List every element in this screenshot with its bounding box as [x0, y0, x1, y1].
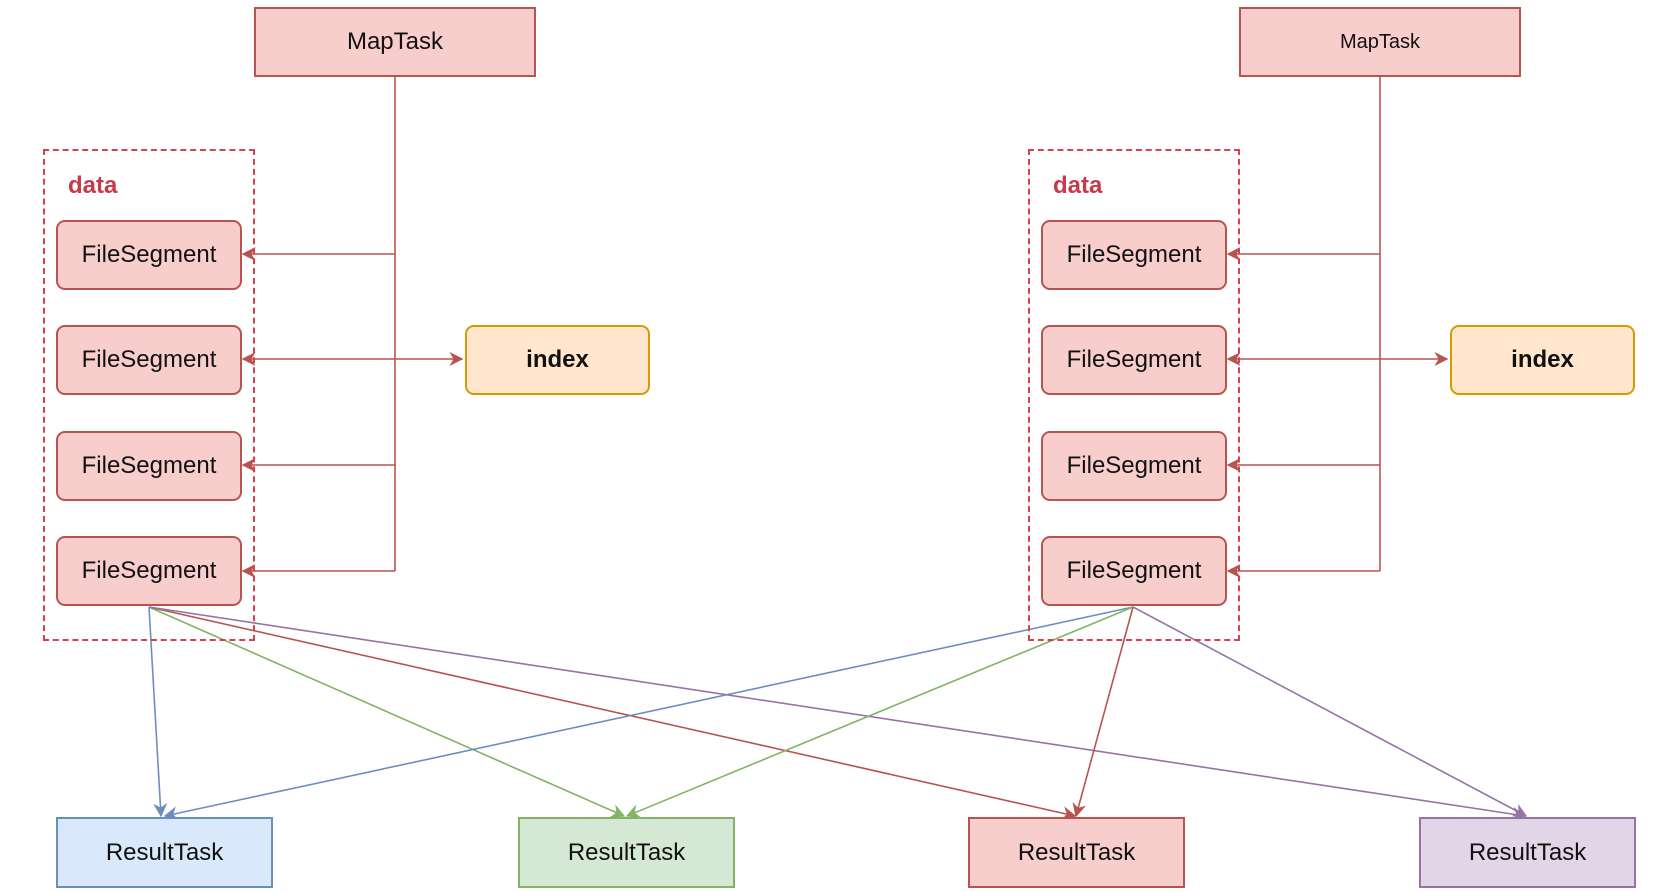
right-to-result-connectors [163, 606, 1528, 821]
left-file-segment-4[interactable]: FileSegment [56, 536, 242, 606]
left-to-result-green [148, 606, 626, 818]
left-to-result-connectors [148, 606, 1527, 822]
left-file-segment-3[interactable]: FileSegment [56, 431, 242, 501]
result-task-red[interactable]: ResultTask [968, 817, 1185, 888]
right-data-group-label: data [1053, 172, 1103, 199]
right-data-group [1028, 149, 1240, 641]
left-file-segment-2[interactable]: FileSegment [56, 325, 242, 395]
left-data-group [43, 149, 255, 641]
left-to-result-red [148, 606, 1077, 821]
right-to-result-blue [163, 606, 1134, 821]
right-file-segment-1[interactable]: FileSegment [1041, 220, 1227, 290]
result-task-purple[interactable]: ResultTask [1419, 817, 1636, 888]
left-maptask-node[interactable]: MapTask [254, 7, 536, 77]
result-task-green[interactable]: ResultTask [518, 817, 735, 888]
left-to-result-purple [148, 606, 1527, 822]
left-index-node[interactable]: index [465, 325, 650, 395]
right-file-segment-4[interactable]: FileSegment [1041, 536, 1227, 606]
left-data-group-label: data [68, 172, 118, 199]
right-maptask-node[interactable]: MapTask [1239, 7, 1521, 77]
right-to-result-red [1072, 606, 1134, 818]
right-file-segment-3[interactable]: FileSegment [1041, 431, 1227, 501]
left-maptask-connectors [241, 77, 464, 578]
right-file-segment-2[interactable]: FileSegment [1041, 325, 1227, 395]
right-index-node[interactable]: index [1450, 325, 1635, 395]
right-to-result-purple [1132, 606, 1528, 817]
left-file-segment-1[interactable]: FileSegment [56, 220, 242, 290]
right-to-result-green [625, 606, 1134, 818]
right-maptask-connectors [1226, 77, 1449, 578]
result-task-blue[interactable]: ResultTask [56, 817, 273, 888]
left-to-result-blue [148, 606, 168, 818]
